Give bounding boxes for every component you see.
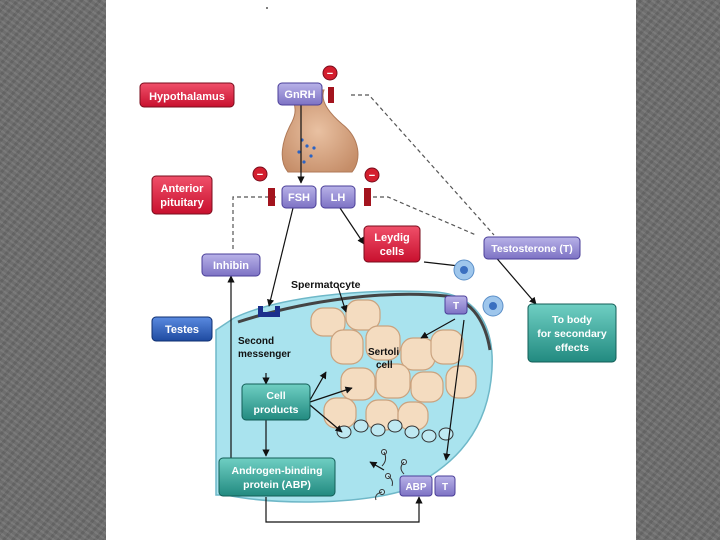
svg-text:Testosterone (T): Testosterone (T) bbox=[491, 243, 572, 255]
sertoli-cell-cluster bbox=[310, 299, 477, 431]
hpg-axis-diagram: Hypothalamus GnRH − Anterior pituitary −… bbox=[139, 7, 617, 523]
svg-text:FSH: FSH bbox=[288, 192, 310, 204]
svg-text:T: T bbox=[453, 301, 459, 312]
to-body-box: To body for secondary effects bbox=[527, 303, 617, 363]
gnrh-minus-badge: − bbox=[322, 65, 338, 81]
svg-text:To body: To body bbox=[552, 314, 592, 326]
fsh-minus-badge: − bbox=[252, 166, 268, 182]
svg-text:−: − bbox=[369, 170, 375, 182]
svg-text:−: − bbox=[257, 169, 263, 181]
svg-text:Cell: Cell bbox=[266, 390, 285, 402]
svg-text:for secondary: for secondary bbox=[537, 328, 607, 340]
abp-t-box: T bbox=[434, 475, 456, 497]
svg-text:Androgen-binding: Androgen-binding bbox=[232, 465, 323, 477]
svg-text:Inhibin: Inhibin bbox=[213, 260, 249, 272]
spermatids bbox=[336, 419, 454, 495]
svg-text:T: T bbox=[442, 482, 448, 493]
background-texture-left bbox=[0, 0, 106, 540]
svg-text:−: − bbox=[327, 68, 333, 80]
cell-products-box: Cell products bbox=[241, 383, 311, 421]
svg-text:LH: LH bbox=[331, 192, 346, 204]
feedback-lines bbox=[232, 94, 495, 252]
svg-text:ABP: ABP bbox=[405, 482, 426, 493]
lh-inhibitor-bar bbox=[364, 188, 371, 206]
lh-minus-badge: − bbox=[364, 167, 380, 183]
svg-text:cells: cells bbox=[380, 246, 404, 258]
testosterone-particles bbox=[453, 259, 504, 317]
second-messenger-label-2: messenger bbox=[238, 349, 291, 360]
svg-text:products: products bbox=[254, 404, 299, 416]
background-texture-right bbox=[636, 0, 720, 540]
gnrh-box: GnRH bbox=[277, 82, 323, 106]
sertoli-label-1: Sertoli bbox=[368, 347, 399, 358]
testes-label: Testes bbox=[151, 316, 213, 342]
svg-text:Leydig: Leydig bbox=[374, 232, 409, 244]
svg-text:Anterior: Anterior bbox=[161, 183, 205, 195]
svg-text:Testes: Testes bbox=[165, 324, 199, 336]
spermatocyte-label: Spermatocyte bbox=[291, 279, 361, 291]
slide: Hypothalamus GnRH − Anterior pituitary −… bbox=[106, 0, 636, 540]
sertoli-label-2: cell bbox=[376, 360, 393, 371]
abp-small-box: ABP bbox=[399, 475, 433, 497]
arrows bbox=[227, 105, 537, 523]
hypothalamus-text: Hypothalamus bbox=[149, 91, 225, 103]
t-small-box: T bbox=[444, 295, 468, 315]
svg-text:pituitary: pituitary bbox=[160, 197, 204, 209]
fsh-inhibitor-bar bbox=[268, 188, 275, 206]
fsh-receptor bbox=[258, 306, 280, 317]
seminiferous-tubule bbox=[215, 290, 493, 503]
svg-text:effects: effects bbox=[555, 342, 589, 354]
gnrh-text: GnRH bbox=[284, 89, 315, 101]
inhibin-box: Inhibin bbox=[201, 253, 261, 277]
gnrh-inhibitor-bar bbox=[328, 87, 334, 103]
hypothalamus-label: Hypothalamus bbox=[139, 82, 235, 108]
leydig-cells-box: Leydig cells bbox=[363, 225, 421, 263]
fsh-box: FSH bbox=[281, 185, 317, 209]
pituitary-gland bbox=[277, 89, 359, 173]
testosterone-box: Testosterone (T) bbox=[483, 236, 581, 260]
anterior-pituitary-label: Anterior pituitary bbox=[151, 175, 213, 215]
androgen-binding-protein-box: Androgen-binding protein (ABP) bbox=[218, 457, 336, 497]
svg-text:protein (ABP): protein (ABP) bbox=[243, 479, 311, 491]
second-messenger-label-1: Second bbox=[238, 336, 274, 347]
lh-box: LH bbox=[320, 185, 356, 209]
